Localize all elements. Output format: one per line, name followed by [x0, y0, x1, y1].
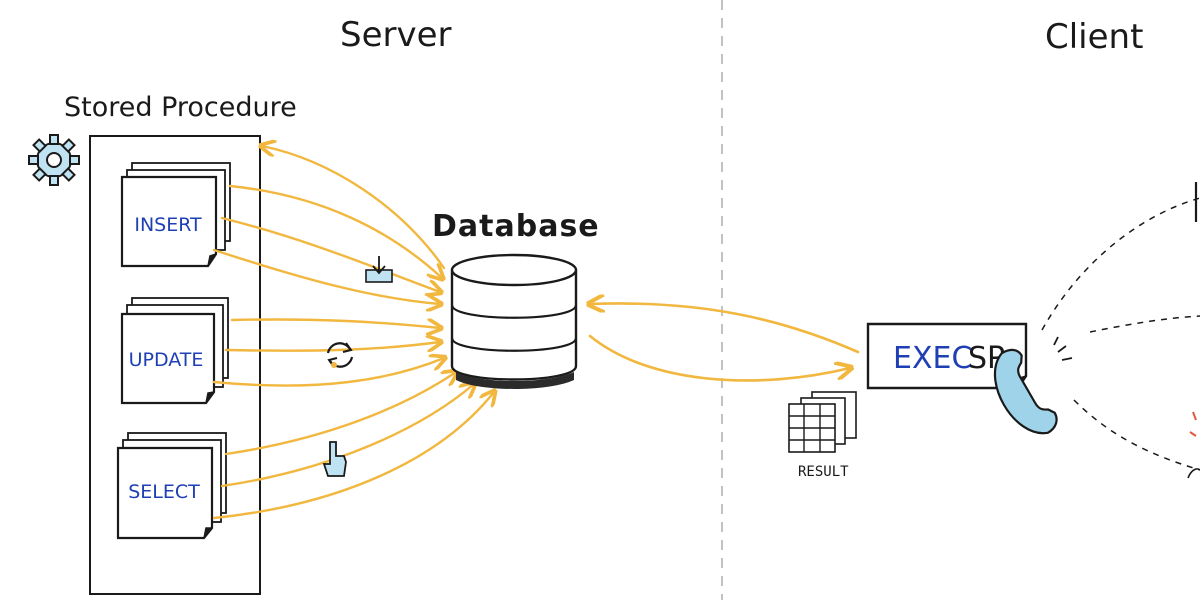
- exec-to-database-arrow: [590, 303, 860, 354]
- insert-arrow-3: [212, 248, 440, 304]
- cropped-client-fragments: [1187, 182, 1200, 479]
- update-command-label: UPDATE: [129, 349, 204, 371]
- database-cylinder-icon: [450, 253, 578, 389]
- database-to-procedure-arrow: [262, 146, 446, 270]
- update-arrow-2: [224, 342, 440, 351]
- insert-arrow-2: [220, 216, 440, 292]
- stored-procedure-title: Stored Procedure: [64, 92, 297, 123]
- procedure-to-database-arrows: [212, 146, 494, 520]
- select-command-label: SELECT: [128, 481, 200, 503]
- insert-command-label: INSERT: [134, 214, 202, 236]
- refresh-icon: [326, 342, 354, 368]
- result-label: RESULT: [798, 464, 849, 480]
- pointer-hand-icon: [322, 441, 347, 477]
- select-document-stack: SELECT: [116, 432, 227, 540]
- phone-icon: [993, 348, 1058, 435]
- select-arrow-3: [212, 392, 494, 520]
- result-table-icon: [788, 391, 857, 453]
- database-label: Database: [432, 209, 600, 244]
- phone-ring-marks: [1053, 336, 1073, 361]
- download-icon: [365, 256, 393, 283]
- gear-icon: [28, 134, 80, 186]
- select-arrow-2: [220, 384, 474, 488]
- insert-arrow-1: [228, 184, 442, 278]
- update-arrow-3: [212, 358, 444, 387]
- client-section-title: Client: [1045, 17, 1143, 57]
- update-document-stack: UPDATE: [120, 297, 229, 405]
- client-dashed-connections: [1041, 197, 1200, 471]
- update-arrow-1: [230, 318, 440, 328]
- select-arrow-1: [224, 372, 456, 456]
- server-section-title: Server: [340, 15, 452, 55]
- database-to-exec-arrow: [588, 334, 850, 382]
- insert-document-stack: INSERT: [120, 162, 231, 268]
- exec-verb: EXEC: [893, 341, 972, 376]
